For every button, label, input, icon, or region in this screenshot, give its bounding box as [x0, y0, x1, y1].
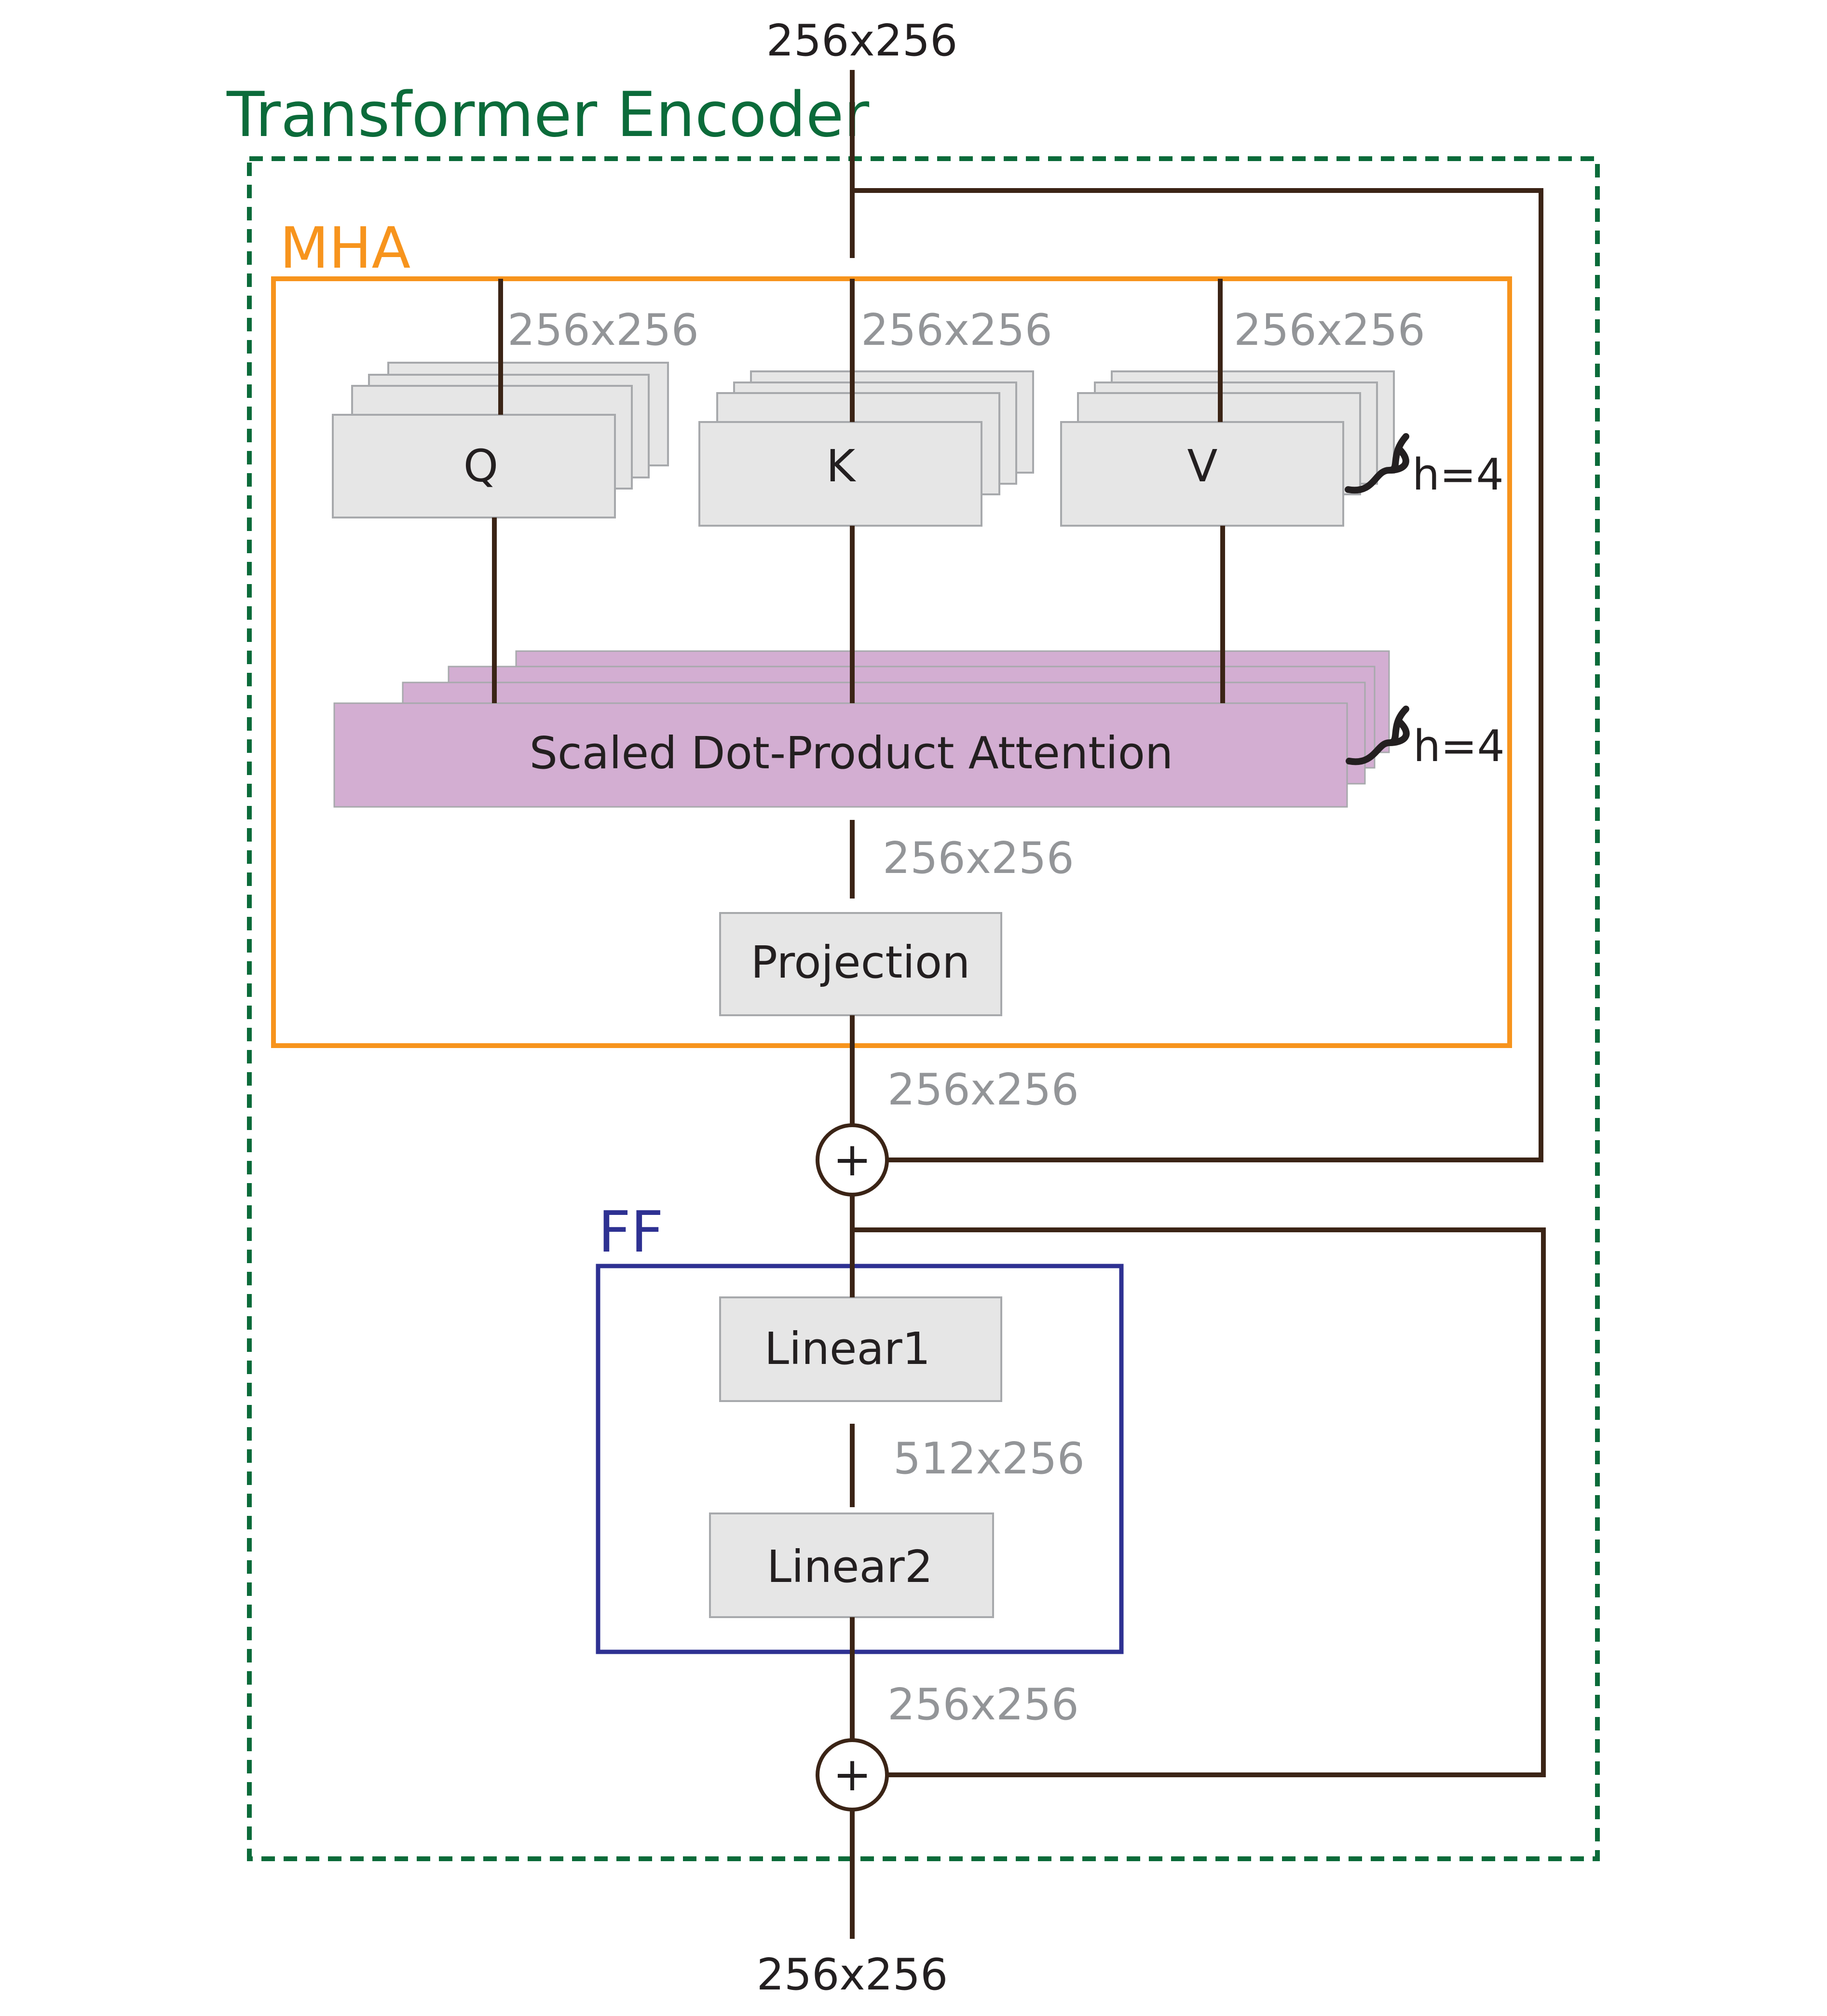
heads-label-attention: h=4 [1413, 721, 1505, 772]
encoder-frame [247, 156, 1600, 1861]
mha-title: MHA [280, 215, 410, 281]
ff-hidden-dim-label: 512x256 [893, 1433, 1085, 1484]
v-box [1060, 421, 1344, 527]
q-box [332, 414, 616, 518]
attention-label: Scaled Dot-Product Attention [530, 727, 1173, 779]
linear2-box [709, 1512, 994, 1618]
k-dim-label: 256x256 [861, 305, 1052, 355]
output-dim-label: 256x256 [757, 1949, 948, 2000]
input-dim-label: 256x256 [766, 15, 958, 66]
linear2-label: Linear2 [767, 1541, 933, 1593]
linear1-box [719, 1296, 1002, 1402]
mha-frame [271, 276, 1512, 1048]
ff-frame [596, 1264, 1124, 1654]
projection-label: Projection [751, 937, 970, 988]
linear1-label: Linear1 [764, 1323, 930, 1375]
add2-in-dim-label: 256x256 [887, 1679, 1079, 1730]
attention-box [333, 702, 1348, 808]
add2-symbol: + [833, 1747, 872, 1801]
ff-title: FF [598, 1199, 664, 1265]
residual-2-path [852, 1227, 1546, 1777]
projection-box [719, 912, 1002, 1016]
add1-node [816, 1123, 889, 1197]
k-box [698, 421, 982, 527]
heads-brace-attention-icon [1346, 706, 1410, 765]
add1-symbol: + [833, 1132, 872, 1186]
add2-node [816, 1738, 889, 1812]
encoder-title: Transformer Encoder [226, 79, 869, 151]
k-label: K [826, 440, 857, 492]
q-dim-label: 256x256 [507, 305, 699, 355]
add1-in-dim-label: 256x256 [887, 1064, 1079, 1115]
heads-label-qkv: h=4 [1412, 450, 1504, 500]
v-dim-label: 256x256 [1234, 305, 1425, 355]
residual-1-path [852, 188, 1543, 1162]
heads-brace-qkv-icon [1345, 433, 1409, 494]
q-label: Q [464, 440, 498, 492]
v-label: V [1187, 440, 1218, 492]
attention-out-dim-label: 256x256 [883, 833, 1074, 884]
